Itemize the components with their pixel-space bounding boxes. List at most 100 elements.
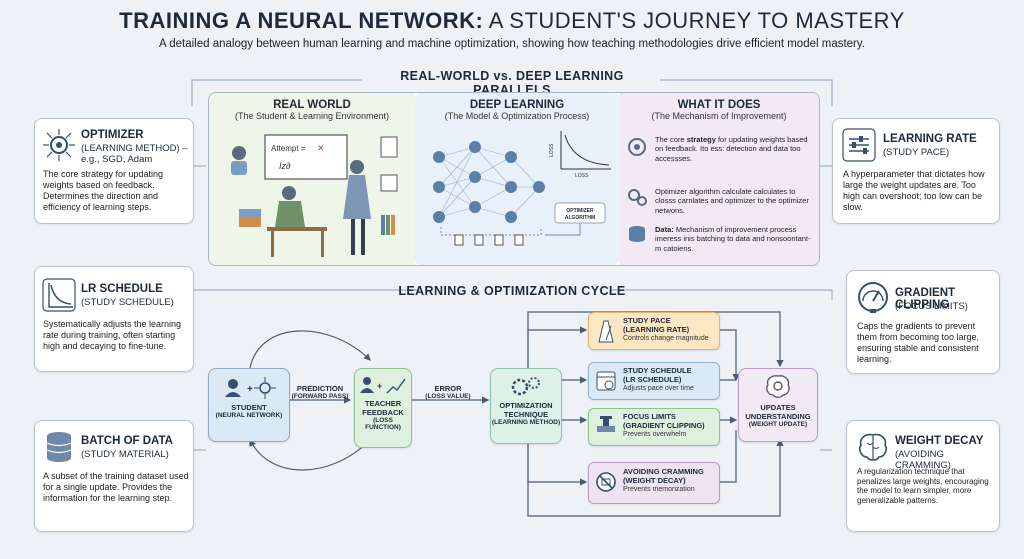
teacher-title: TEACHER FEEDBACK [362,399,404,417]
student-teacher-illustration: Attempt = ✕ Iz∂ [231,134,398,257]
what-it-does-subtitle: (The Mechanism of Improvement) [651,111,787,121]
study-schedule-subtitle: (LR SCHEDULE) [623,375,682,384]
what-item-data: Data: Mechanism of improvement process i… [655,225,811,253]
optimizer-subtitle: (LEARNING METHOD) – e.g., SGD, Adam [81,143,188,165]
deep-learning-subtitle: (The Model & Optimization Process) [444,111,590,121]
teacher-node: + TEACHER FEEDBACK (LOSS FUNCTION) [354,368,412,448]
weight-decay-description: A regularization technique that penalize… [857,467,989,505]
learning-rate-card: LEARNING RATE (STUDY PACE) A hyperparame… [832,118,1000,224]
svg-text:+: + [247,384,253,395]
learning-rate-description: A hyperparameter that dictates how large… [843,169,985,212]
what-it-does-column: WHAT IT DOES (The Mechanism of Improveme… [619,93,819,265]
svg-text:✕: ✕ [317,143,325,153]
lr-schedule-card: LR SCHEDULE (STUDY SCHEDULE) Systematica… [34,266,194,372]
loss-axis-label: LOSS [549,143,555,157]
optimization-node: OPTIMIZATION TECHNIQUE (LEARNING METHOD) [490,368,562,444]
svg-text:Iz∂: Iz∂ [279,161,291,171]
study-schedule-desc: Adjusts pace over time [623,385,694,392]
neural-network-illustration: LOSS LOSS OPTIMIZER ALGORITHM [433,131,611,246]
updates-subtitle: (WEIGHT UPDATE) [748,421,808,428]
avoiding-cramming-title: AVOIDING CRAMMING [623,467,704,476]
study-pace-desc: Controls change magnitude [623,335,709,342]
study-schedule-title: STUDY SCHEDULE [623,366,692,375]
optimizer-card: OPTIMIZER (LEARNING METHOD) – e.g., SGD,… [34,118,194,224]
student-title: STUDENT [231,403,267,412]
svg-text:ALGORITHM: ALGORITHM [565,215,595,221]
study-pace-subtitle: (LEARNING RATE) [623,325,690,334]
tech-study-schedule: STUDY SCHEDULE(LR SCHEDULE)Adjusts pace … [588,362,720,400]
teacher-subtitle: (LOSS FUNCTION) [365,417,401,431]
updates-title: UPDATES UNDERSTANDING [745,403,811,421]
gears-icon [511,377,540,396]
board-text: Attempt = [271,144,306,153]
brain-icon [859,433,887,461]
student-node: + STUDENT (NEURAL NETWORK) [208,368,290,442]
lr-schedule-description: Systematically adjusts the learning rate… [43,319,182,351]
loss-x-label: LOSS [575,173,589,179]
study-pace-title: STUDY PACE [623,316,671,325]
teacher-chart-icon: + [360,377,406,394]
prediction-label: PREDICTION(FORWARD PASS) [291,384,349,400]
error-label: ERROR(LOSS VALUE) [425,384,471,400]
page-subtitle: A detailed analogy between human learnin… [159,38,865,50]
decay-curve-icon [42,278,76,312]
optimizer-description: The core strategy for updating weights b… [43,169,164,212]
svg-text:OPTIMIZER: OPTIMIZER [566,208,594,214]
tech-study-pace: STUDY PACE(LEARNING RATE)Controls change… [588,312,720,350]
deep-learning-column: DEEP LEARNING (The Model & Optimization … [415,93,619,265]
what-item-strategy: The core strategy for updating weights b… [655,135,808,163]
calendar-clock-icon [596,371,616,391]
real-world-title: REAL WORLD [273,99,351,111]
gradient-clipping-subtitle: (FOCUS LIMITS) [895,301,968,312]
learning-rate-subtitle: (STUDY PACE) [883,147,950,158]
database-icon [46,432,72,462]
title-bold: TRAINING A NEURAL NETWORK: [119,8,484,33]
gears-icon [628,189,640,201]
gear-network-icon [43,129,75,161]
student-subtitle: (NEURAL NETWORK) [215,412,283,419]
student-network-icon: + [225,377,276,399]
svg-text:+: + [377,381,382,391]
what-item-algorithm: Optimizer algorithm calculate calculates… [655,187,809,215]
deep-learning-title: DEEP LEARNING [469,99,565,111]
real-world-subtitle: (The Student & Learning Environment) [234,111,390,121]
avoiding-cramming-desc: Prevents memorization [623,486,695,493]
updates-node: UPDATES UNDERSTANDING (WEIGHT UPDATE) [738,368,818,442]
avoiding-cramming-subtitle: (WEIGHT DECAY) [623,476,686,485]
gradient-clipping-title: GRADIENT CLIPPING [895,287,956,311]
batch-data-card: BATCH OF DATA (STUDY MATERIAL) A subset … [34,420,194,532]
gradient-clipping-description: Caps the gradients to prevent them from … [857,321,980,364]
parallels-panel: REAL WORLD (The Student & Learning Envir… [208,92,820,266]
batch-data-description: A subset of the training dataset used fo… [43,471,189,503]
weight-decay-title: WEIGHT DECAY [895,435,984,447]
cycle-heading: LEARNING & OPTIMIZATION CYCLE [398,284,626,298]
optimizer-title: OPTIMIZER [81,129,144,141]
what-it-does-title: WHAT IT DOES [677,99,761,111]
lr-schedule-title: LR SCHEDULE [81,283,163,295]
title-rest: A STUDENT'S JOURNEY TO MASTERY [483,8,905,33]
metronome-icon [598,320,614,343]
weight-decay-subtitle: (AVOIDING CRAMMING) [895,449,951,471]
tech-focus-limits: FOCUS LIMITS(GRADIENT CLIPPING)Prevents … [588,408,720,446]
focus-limits-title: FOCUS LIMITS [623,412,676,421]
gear-icon [628,138,646,156]
lr-schedule-subtitle: (STUDY SCHEDULE) [81,297,174,308]
brain-gear-icon [766,375,790,398]
gauge-icon [858,282,888,313]
no-books-icon [596,472,616,492]
optimization-subtitle: (LEARNING METHOD) [491,419,561,426]
slider-icon [842,128,876,162]
focus-limits-desc: Prevents overwhelm [623,431,687,438]
batch-data-subtitle: (STUDY MATERIAL) [81,449,169,460]
gradient-clipping-card: GRADIENT CLIPPING (FOCUS LIMITS) Caps th… [846,270,1000,374]
valve-icon [597,416,615,432]
what-icons [628,138,647,242]
real-world-column: REAL WORLD (The Student & Learning Envir… [209,93,415,265]
learning-rate-title: LEARNING RATE [883,133,977,145]
focus-limits-subtitle: (GRADIENT CLIPPING) [623,421,705,430]
batch-data-title: BATCH OF DATA [81,435,173,447]
page-title: TRAINING A NEURAL NETWORK: A STUDENT'S J… [0,8,1024,34]
optimization-title: OPTIMIZATION TECHNIQUE [499,401,553,419]
tech-avoiding-cramming: AVOIDING CRAMMING(WEIGHT DECAY)Prevents … [588,462,720,504]
